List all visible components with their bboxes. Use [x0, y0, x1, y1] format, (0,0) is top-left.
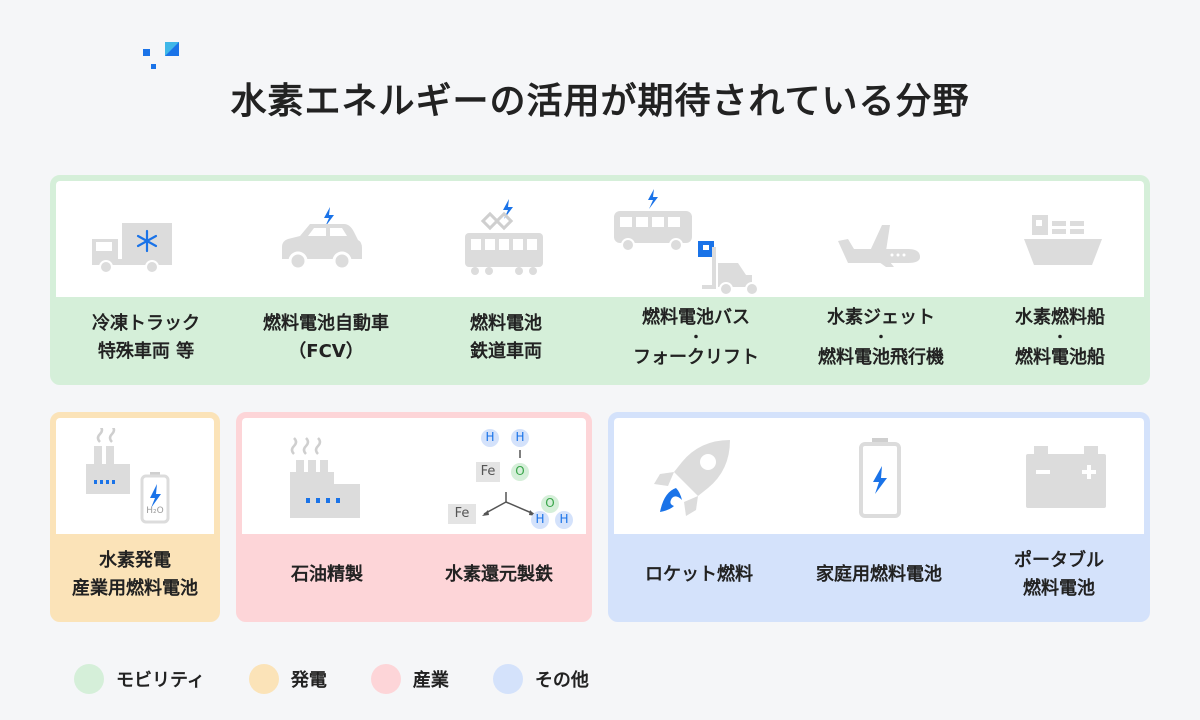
other-panel: ロケット燃料 家庭用燃料電池 ポータブル燃料電池 [608, 412, 1150, 622]
label-fcv: 燃料電池自動車（FCV） [263, 313, 389, 362]
power-panel: H₂O 水素発電産業用燃料電池 [50, 412, 220, 622]
car-battery-icon [1026, 446, 1106, 508]
legend-dot-other [492, 664, 523, 694]
industry-panel: H H Fe O Fe O H H 石油精製 水素還元製鉄 [236, 412, 592, 622]
label-home-fuel-cell: 家庭用燃料電池 [816, 564, 942, 585]
label-rocket: ロケット燃料 [645, 564, 753, 585]
h2o-label: H₂O [146, 506, 164, 516]
legend-dot-mobility [74, 664, 104, 694]
other-icons-row [614, 418, 1144, 534]
label-airplane: 水素ジェット・燃料電池飛行機 [818, 307, 944, 368]
rocket-icon [654, 440, 730, 516]
label-refrigerated-truck: 冷凍トラック特殊車両 等 [92, 313, 200, 362]
label-refinery: 石油精製 [291, 564, 363, 585]
mobility-icons-row [56, 181, 1144, 297]
atom-o1: O [515, 464, 525, 478]
power-icons-row: H₂O [56, 418, 214, 534]
power-labels-row: 水素発電産業用燃料電池 [56, 534, 214, 616]
bus-forklift-icon [614, 189, 759, 296]
legend-dot-industry [370, 664, 401, 694]
legend-item-other: その他 [492, 664, 589, 694]
atom-h1: H [485, 430, 495, 444]
legend: モビリティ 発電 産業 その他 [74, 664, 633, 694]
atom-h3: H [535, 512, 545, 526]
fuel-cell-car-icon [282, 207, 362, 271]
industry-icons-row: H H Fe O Fe O H H [242, 418, 586, 534]
mobility-panel: 冷凍トラック特殊車両 等 燃料電池自動車（FCV） 燃料電池鉄道車両 燃料電池バ… [50, 175, 1150, 385]
label-power: 水素発電産業用燃料電池 [72, 550, 198, 599]
label-ship: 水素燃料船・燃料電池船 [1015, 307, 1105, 368]
atom-h2: H [515, 430, 525, 444]
other-labels-row: ロケット燃料 家庭用燃料電池 ポータブル燃料電池 [614, 534, 1144, 616]
ship-icon [1024, 215, 1102, 265]
page-title: 水素エネルギーの活用が期待されている分野 [230, 81, 970, 122]
refrigerated-truck-icon [92, 223, 172, 274]
airplane-icon [838, 225, 920, 267]
battery-icon [859, 438, 901, 518]
refinery-icon [290, 437, 360, 518]
legend-dot-power [248, 664, 279, 694]
legend-item-power: 発電 [248, 664, 327, 694]
atom-h4: H [559, 512, 569, 526]
atom-o2: O [545, 496, 555, 510]
label-bus-forklift: 燃料電池バス・フォークリフト [633, 307, 759, 368]
brand-logo-icon [143, 42, 179, 69]
hydrogen-reduction-icon [448, 429, 573, 529]
label-hydrogen-reduction: 水素還元製鉄 [445, 564, 553, 585]
industry-labels-row: 石油精製 水素還元製鉄 [242, 534, 586, 616]
legend-item-mobility: モビリティ [74, 664, 205, 694]
atom-fe1: Fe [480, 464, 496, 479]
legend-item-industry: 産業 [370, 664, 449, 694]
label-portable-fuel-cell: ポータブル燃料電池 [1014, 550, 1104, 599]
fuel-cell-train-icon [465, 199, 543, 275]
atom-fe2: Fe [454, 506, 470, 521]
label-train: 燃料電池鉄道車両 [470, 313, 542, 362]
power-plant-icon [86, 428, 170, 524]
mobility-labels-row: 冷凍トラック特殊車両 等 燃料電池自動車（FCV） 燃料電池鉄道車両 燃料電池バ… [56, 297, 1144, 379]
